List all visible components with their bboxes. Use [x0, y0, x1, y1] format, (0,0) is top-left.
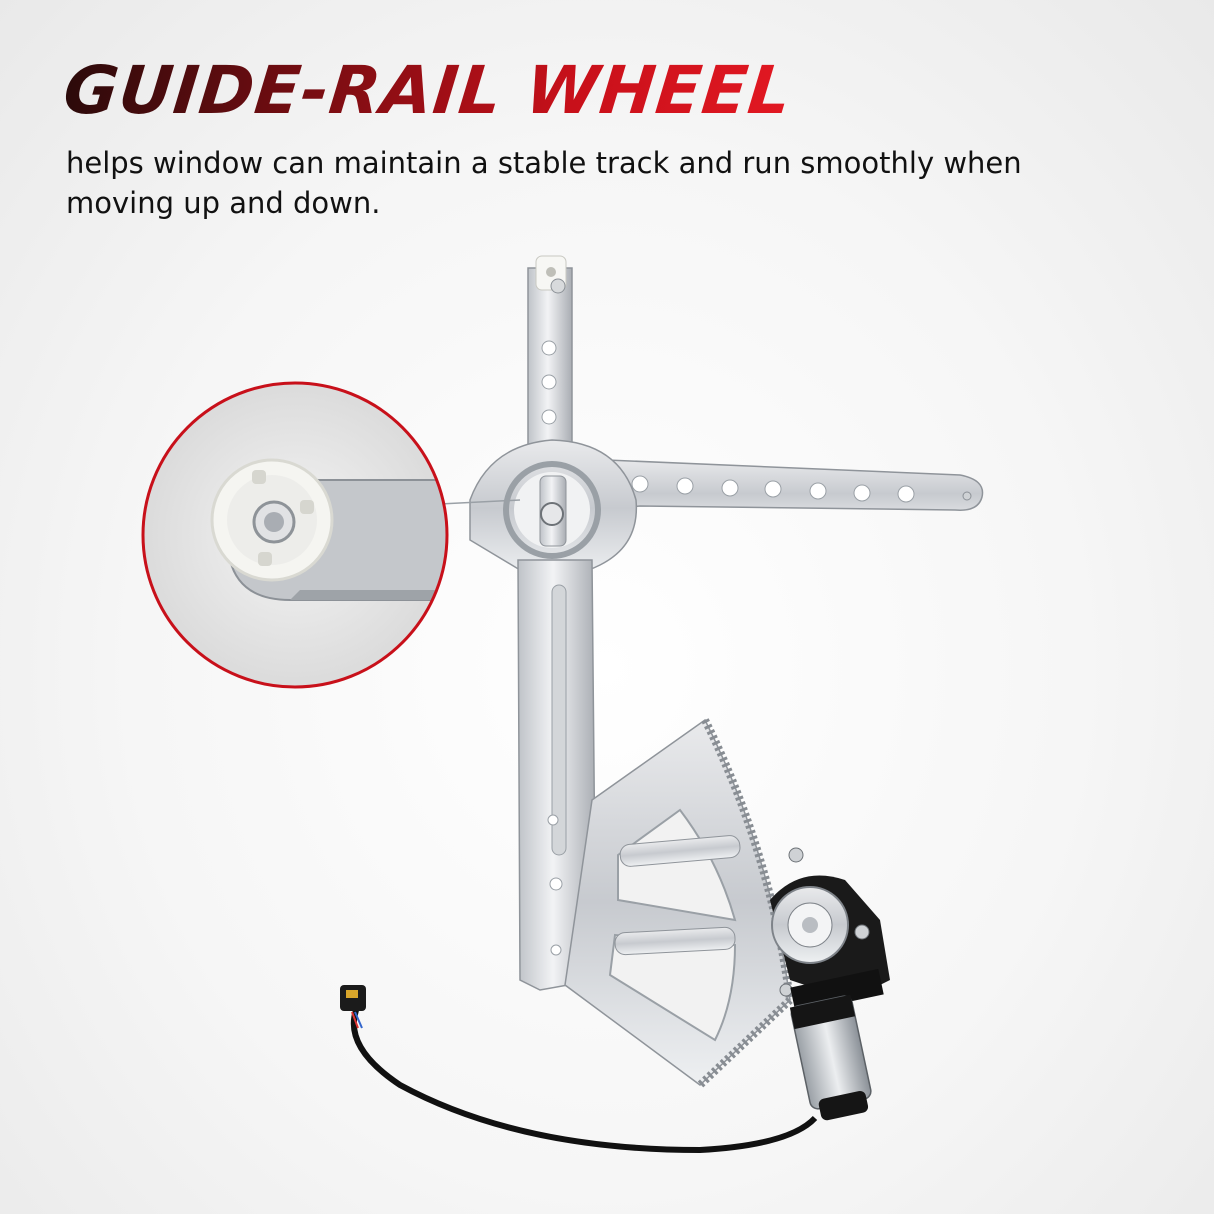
pivot-ring: [469, 439, 638, 578]
motor-assembly: [770, 847, 890, 1121]
guide-rail-wheel-closeup-icon: [141, 381, 521, 689]
wire-harness: [340, 985, 818, 1154]
lower-arm: [517, 559, 597, 991]
description: helps window can maintain a stable track…: [66, 146, 1022, 220]
sector-gear-plate: [564, 718, 795, 1088]
